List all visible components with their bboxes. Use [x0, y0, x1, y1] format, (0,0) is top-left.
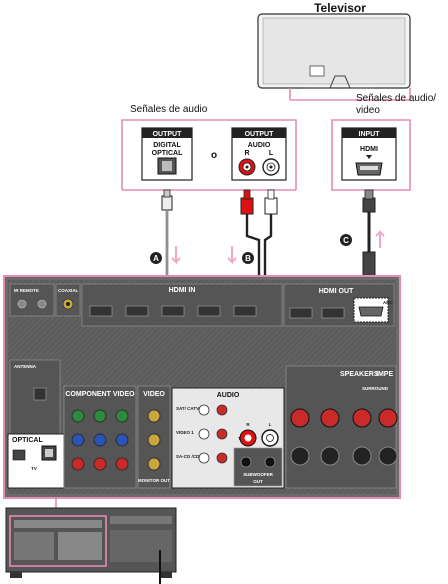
surround-label: SURROUND: [362, 386, 389, 391]
arrow-c-icon: [375, 229, 385, 248]
svg-text:C: C: [343, 236, 349, 245]
subwoofer-out-label: OUT: [253, 479, 263, 484]
optical-box-line1: DIGITAL: [153, 142, 181, 149]
audio-box-line1: AUDIO: [248, 142, 271, 149]
receiver-rear-panel: IR REMOTE COAXIAL HDMI IN HDMI OUT ARC A…: [3, 275, 401, 499]
svg-text:B: B: [245, 254, 251, 263]
arrow-b-icon: [227, 246, 237, 265]
audio-bracket: [121, 119, 297, 190]
tv-label: Televisor: [314, 1, 366, 15]
ir-remote-label: IR REMOTE: [14, 288, 39, 293]
receiver-overview: [5, 507, 177, 584]
audio-in-l-label: L: [269, 422, 272, 427]
tv-screen: [262, 17, 406, 85]
hdmi-input-box: INPUT HDMI: [341, 127, 397, 181]
arrow-a-icon: [171, 246, 181, 265]
overview-highlight: [9, 515, 107, 567]
optical-box-line2: OPTICAL: [152, 150, 183, 157]
marker-c: C: [340, 234, 352, 246]
av-signals-label-1: Señales de audio/: [356, 93, 436, 104]
hdmi-cable: [362, 189, 376, 289]
or-text: o: [211, 150, 217, 161]
audio-output-box: OUTPUT AUDIO R L: [231, 127, 287, 181]
audio-sat-catv-label: SAT/ CATV: [176, 406, 199, 411]
av-signals-label-2: video: [356, 105, 380, 116]
hdmi-out-arc-port-icon: [358, 306, 384, 317]
coaxial-label: COAXIAL: [58, 288, 79, 293]
optical-output-box: OUTPUT DIGITAL OPTICAL: [141, 127, 193, 181]
television: Televisor: [257, 1, 411, 101]
optical-box-tag: OUTPUT: [153, 131, 183, 138]
audio-box-tag: OUTPUT: [245, 131, 275, 138]
hdmi-box-line1: HDMI: [360, 146, 378, 153]
audio-sacd-label: SA-CD /CD: [176, 454, 200, 459]
speakers-label: SPEAKERS: [340, 371, 379, 378]
audio-in-r-label: R: [246, 422, 250, 427]
audio-box-r: R: [244, 150, 249, 157]
arc-label: ARC: [383, 300, 393, 305]
hdmi-bracket: [331, 119, 411, 191]
hdmi-in-label: HDMI IN: [169, 287, 196, 294]
component-video-label: COMPONENT VIDEO: [65, 391, 135, 398]
receiver-optical-block: [7, 433, 65, 489]
svg-text:A: A: [153, 254, 159, 263]
optical-tv-label: TV: [31, 466, 37, 471]
audio-video1-label: VIDEO 1: [176, 430, 194, 435]
antenna-label: ANTENNA: [14, 364, 37, 369]
marker-b: B: [242, 252, 254, 264]
audio-box-l: L: [269, 150, 274, 157]
marker-a: A: [150, 252, 162, 264]
tv-stand: [305, 75, 375, 89]
monitor-out-label: MONITOR OUT: [138, 478, 170, 483]
optical-in-label: OPTICAL: [12, 437, 43, 444]
hdmi-box-tag: INPUT: [359, 131, 381, 138]
subwoofer-label: SUBWOOFER: [243, 472, 273, 477]
hdmi-out-label: HDMI OUT: [319, 288, 354, 295]
audio-signals-label: Señales de audio: [130, 104, 208, 115]
audio-section-label: AUDIO: [217, 392, 240, 399]
tv-stand-base: [309, 65, 325, 77]
impe-label: IMPE: [376, 371, 393, 378]
video-label: VIDEO: [143, 391, 165, 398]
